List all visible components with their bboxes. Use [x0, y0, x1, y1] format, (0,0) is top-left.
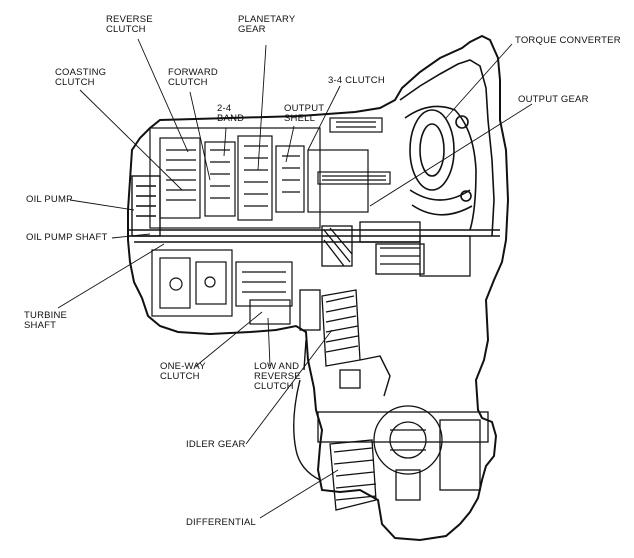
label-output-shell: OUTPUT SHELL	[284, 103, 325, 124]
label-3-4-clutch: 3-4 CLUTCH	[328, 75, 385, 86]
output-gear-assembly	[321, 221, 471, 277]
label-output-gear: OUTPUT GEAR	[518, 94, 589, 105]
label-low-reverse-clutch: LOW AND REVERSE CLUTCH	[254, 361, 301, 392]
leader-turbine-shaft	[57, 243, 165, 309]
leader-output-shell	[285, 125, 295, 163]
label-planetary-gear: PLANETARY GEAR	[238, 14, 296, 35]
leader-differential	[259, 469, 339, 519]
leader-low-reverse-clutch	[267, 317, 271, 367]
label-reverse-clutch: REVERSE CLUTCH	[106, 14, 153, 35]
idler-gear	[299, 289, 361, 389]
oil-pump-body	[131, 175, 161, 237]
label-turbine-shaft: TURBINE SHAFT	[24, 310, 68, 331]
leader-oil-pump-shaft	[111, 233, 151, 239]
torque-converter-housing	[399, 59, 495, 237]
label-oil-pump: OIL PUMP	[26, 194, 73, 205]
lower-housing	[293, 339, 391, 481]
label-differential: DIFFERENTIAL	[186, 517, 256, 528]
leader-coasting-clutch	[79, 89, 183, 191]
lower-valve-body	[151, 249, 293, 325]
leader-idler-gear	[245, 329, 333, 445]
leader-output-gear	[369, 103, 533, 207]
differential-assembly	[317, 405, 489, 511]
label-oil-pump-shaft: OIL PUMP SHAFT	[26, 232, 108, 243]
leader-3-4-clutch	[307, 85, 341, 151]
leader-2-4-band	[223, 127, 227, 157]
label-2-4-band: 2-4 BAND	[217, 103, 245, 124]
label-forward-clutch: FORWARD CLUTCH	[168, 67, 218, 88]
leader-lines	[57, 38, 533, 519]
leader-torque-converter	[445, 43, 513, 119]
clutch-pack-stack	[149, 117, 391, 229]
leader-reverse-clutch	[137, 38, 189, 153]
label-idler-gear: IDLER GEAR	[186, 439, 246, 450]
label-coasting-clutch: COASTING CLUTCH	[55, 67, 107, 88]
transmission-case	[127, 34, 510, 542]
leader-oil-pump	[69, 199, 135, 211]
label-one-way-clutch: ONE-WAY CLUTCH	[160, 361, 206, 382]
leader-planetary-gear	[257, 44, 267, 171]
label-torque-converter: TORQUE CONVERTER	[515, 35, 621, 46]
leader-one-way-clutch	[195, 311, 263, 367]
leader-forward-clutch	[189, 91, 211, 181]
